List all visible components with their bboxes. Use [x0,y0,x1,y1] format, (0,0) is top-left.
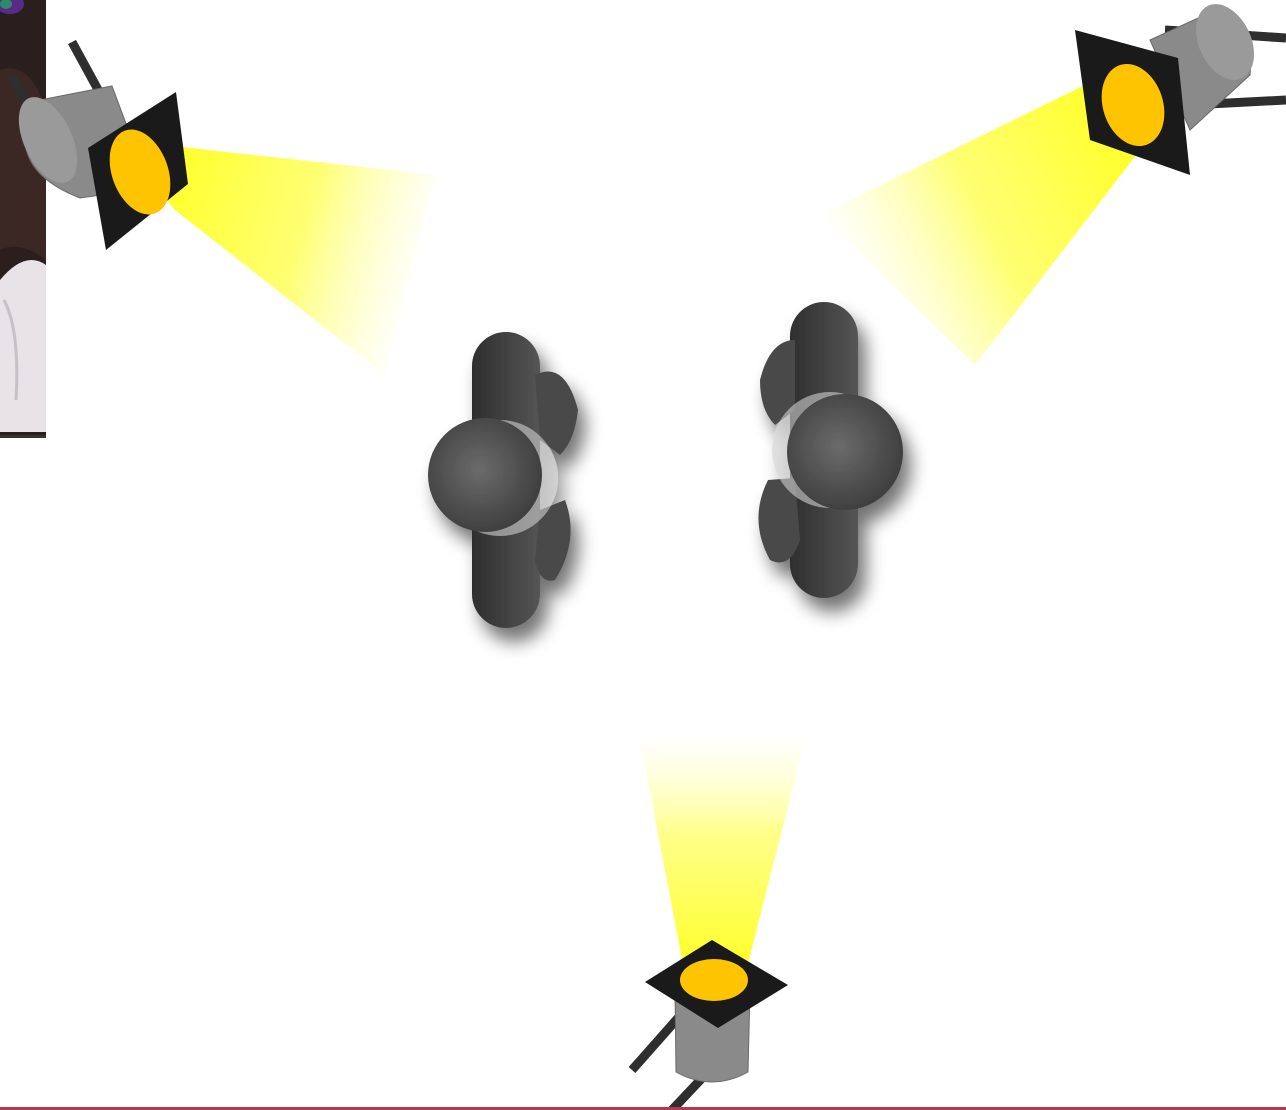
person-top-view-icon [428,332,578,628]
light-beam [640,740,805,975]
spotlight-icon [632,940,788,1110]
spotlight-icon [7,42,188,250]
person-top-view-icon [758,302,903,598]
